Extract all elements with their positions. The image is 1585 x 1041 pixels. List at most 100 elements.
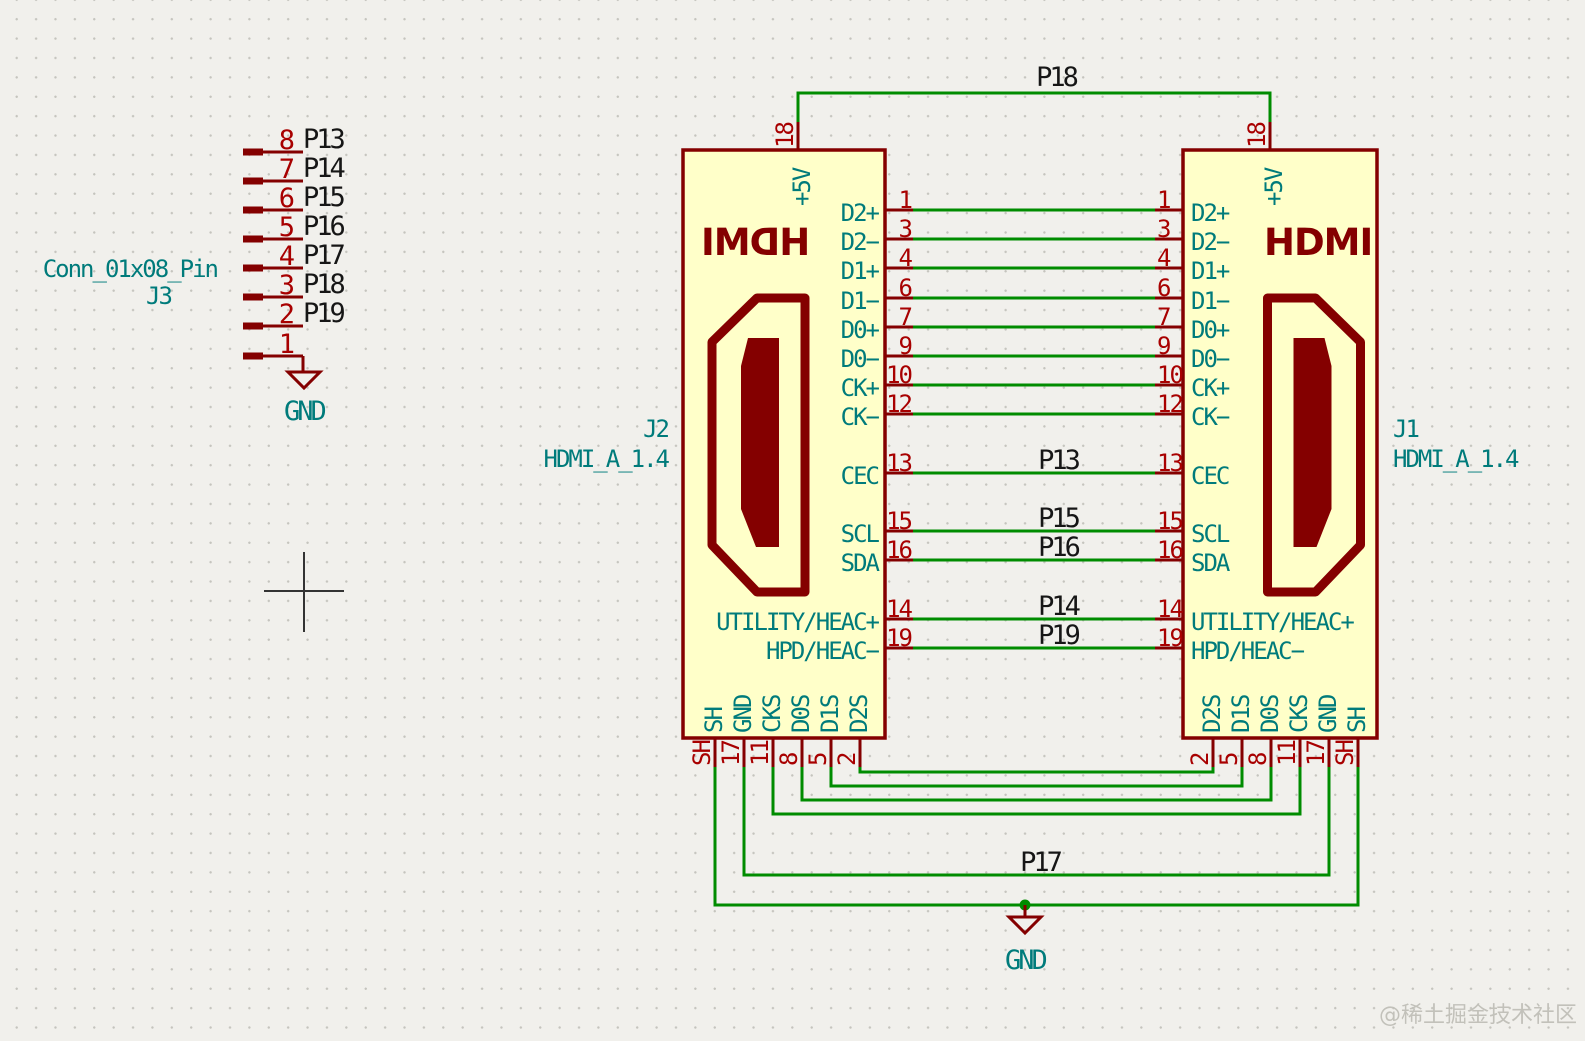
pin-number: 11 [1273,741,1301,766]
j3-pin-stubs[interactable] [263,150,303,358]
pin-name: UTILITY/HEAC+ [1191,608,1355,636]
wire-d1s[interactable] [829,767,1244,788]
net-label[interactable]: P14 [303,153,346,184]
net-label[interactable]: P19 [303,298,346,329]
pin-name: D0S [787,695,815,733]
net-label[interactable]: P18 [1036,62,1079,93]
pin-number: 16 [886,536,913,564]
j2-connector-body[interactable] [681,148,887,740]
pin-number: 8 [1244,753,1272,766]
j2-value[interactable]: HDMI_A_1.4 [543,445,670,473]
pin-name: CK+ [840,374,880,402]
j1-hdmi-socket-slot [1293,338,1332,547]
net-label[interactable]: P17 [1020,847,1063,878]
gnd-power-label[interactable]: GND [1005,945,1048,976]
j3-value[interactable]: Conn_01x08_Pin [42,255,219,283]
pin-name: D2S [845,695,873,733]
net-label[interactable]: P14 [1038,591,1081,622]
net-label[interactable]: P18 [303,269,346,300]
j2-right-pin-stubs[interactable] [885,208,913,650]
pin-number: 18 [1243,123,1271,148]
j1-value[interactable]: HDMI_A_1.4 [1393,445,1519,473]
pin-number: 4 [1157,244,1172,272]
net-label[interactable]: P16 [1038,532,1081,563]
pin-name: D0+ [1191,316,1230,344]
pin-number: 9 [1157,332,1172,360]
pin-name: CK+ [1191,374,1230,402]
j1-bottom-pin-stubs[interactable] [1211,738,1360,767]
pin-number: 12 [1157,390,1184,418]
net-label[interactable]: P19 [1038,620,1081,651]
wire-cks[interactable] [771,767,1302,816]
pin-number: SH [688,741,716,766]
pin-number: 7 [898,303,914,331]
j1-hdmi-logo: HDMI [1264,221,1373,264]
j1-connector-body[interactable] [1181,148,1379,740]
j1-reference[interactable]: J1 [1393,415,1420,443]
pin-name: D1+ [840,257,880,285]
pin-number: 2 [278,299,295,330]
pin-number: 8 [775,753,803,766]
pin-number: 4 [278,241,295,272]
watermark: @稀土掘金技术社区 [1378,1003,1577,1028]
pin-number: 1 [278,329,295,360]
pin-number: SH [1331,741,1359,766]
pin-name: +5V [788,168,816,206]
pin-number: 3 [898,215,914,243]
j3-reference[interactable]: J3 [146,282,173,310]
pin-name: GND [1314,695,1342,733]
pin-name: D2+ [840,199,880,227]
pin-number: 11 [746,741,774,766]
j3-gnd-symbol[interactable] [284,370,324,391]
pin-number: 10 [886,361,913,389]
pin-name: SCL [1191,520,1230,548]
gnd-power-label[interactable]: GND [284,396,327,427]
j2-reference[interactable]: J2 [643,415,670,443]
pin-number: 19 [886,624,913,652]
wire-d2s[interactable] [858,767,1215,774]
pin-name: D1− [840,287,880,315]
pin-name: HPD/HEAC− [765,637,880,665]
j2-bottom-pin-stubs[interactable] [713,738,862,767]
net-label[interactable]: P13 [1038,445,1081,476]
j3-pin-pads[interactable] [243,148,263,360]
j1-hdmi-socket-outline [1263,293,1365,597]
j1-left-pin-stubs[interactable] [1155,208,1183,650]
j2-hdmi-socket-outline [707,293,810,597]
net-label[interactable]: P13 [303,124,346,155]
pin-number: 9 [898,332,914,360]
j2-hdmi-logo: HDMI [702,221,811,264]
pin-name: SDA [1191,549,1230,577]
pin-name: D2+ [1191,199,1230,227]
pin-number: 14 [886,595,913,623]
pin-name: HPD/HEAC− [1191,637,1305,665]
pin-name: CKS [758,695,786,733]
pin-number: 13 [886,449,913,477]
bottom-gnd-symbol[interactable] [1005,915,1045,936]
wire-shield-gnd[interactable] [713,767,1360,907]
wire-p17[interactable] [742,767,1331,877]
net-label[interactable]: P17 [303,240,346,271]
pin-name: D1S [816,695,844,733]
cursor-crosshair [264,552,344,632]
pin-number: 17 [717,741,745,766]
wire-d0s[interactable] [800,767,1273,802]
pin-number: 8 [278,125,295,156]
pin-number: 19 [1157,624,1184,652]
pin-name: SDA [840,549,880,577]
wire-p18[interactable] [796,91,1272,122]
pin-name: CKS [1285,695,1313,733]
pin-number: 6 [1157,274,1172,302]
pin-name: SH [1343,708,1371,733]
top-5v-pin-stubs[interactable] [796,122,1272,150]
net-label[interactable]: P15 [1038,503,1081,534]
net-label[interactable]: P15 [303,182,346,213]
pin-number: 10 [1157,361,1184,389]
pin-number: 18 [771,123,799,148]
net-label[interactable]: P16 [303,211,346,242]
pin-number: 6 [278,183,295,214]
pin-number: 1 [1157,186,1172,214]
pin-name: UTILITY/HEAC+ [716,608,880,636]
